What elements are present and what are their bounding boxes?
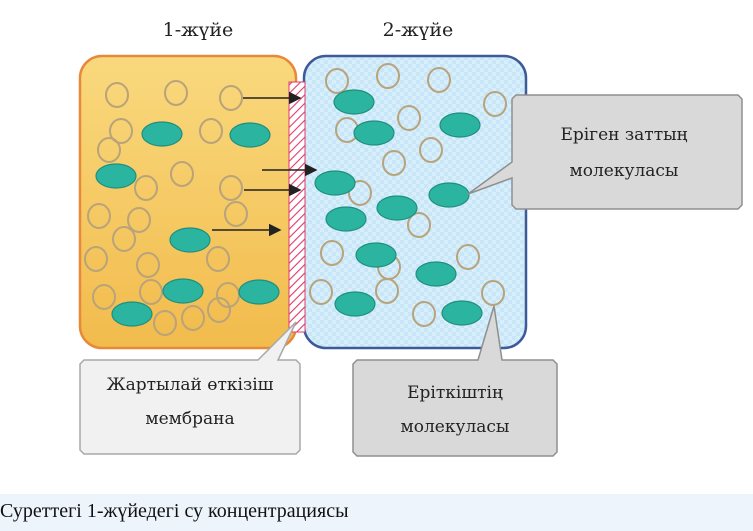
solute-molecules <box>95 89 483 327</box>
solvent-molecule <box>325 68 349 94</box>
solute-molecule <box>314 170 356 196</box>
callout-membrane-line-2: мембрана <box>145 409 234 429</box>
solvent-molecule <box>134 175 158 201</box>
solvent-molecule <box>97 137 121 163</box>
solvent-molecule <box>139 279 163 305</box>
osmosis-diagram: 1-жүйе 2-жүйе <box>78 19 743 457</box>
callout-solvent: Еріткіштің молекуласы <box>352 305 558 457</box>
solvent-molecule <box>112 226 136 252</box>
solvent-molecule <box>375 278 399 304</box>
solute-molecule <box>353 120 395 146</box>
solvent-molecule <box>219 85 243 111</box>
solute-molecule <box>95 163 137 189</box>
solvent-molecule <box>456 244 480 270</box>
solvent-molecule <box>382 150 406 176</box>
solvent-molecule <box>481 280 505 306</box>
solvent-molecule <box>427 67 451 93</box>
solute-molecule <box>415 261 457 287</box>
solute-molecule <box>439 112 481 138</box>
solvent-molecule <box>109 118 133 144</box>
solute-molecule <box>428 182 470 208</box>
callout-solvent-line-2: молекуласы <box>401 417 510 437</box>
solvent-molecule <box>397 105 421 131</box>
solute-molecule <box>376 195 418 221</box>
solvent-molecule <box>87 203 111 229</box>
solute-molecule <box>441 300 483 326</box>
semipermeable-membrane <box>288 81 306 333</box>
callout-membrane: Жартылай өткізіш мембрана <box>79 321 301 455</box>
callout-solute: Еріген заттың молекуласы <box>467 94 743 210</box>
solute-molecule <box>229 122 271 148</box>
solvent-molecule <box>84 246 108 272</box>
solvent-molecule <box>181 305 205 331</box>
callout-membrane-line-1: Жартылай өткізіш <box>107 375 274 395</box>
solvent-molecule <box>92 284 116 310</box>
solute-molecule <box>141 121 183 147</box>
flow-arrows <box>212 91 318 237</box>
solute-molecule <box>162 278 204 304</box>
solvent-molecule <box>348 180 372 206</box>
callout-solute-line-2: молекуласы <box>570 161 679 181</box>
solvent-molecule <box>105 82 129 108</box>
solvent-molecule <box>207 297 231 323</box>
solvent-molecule <box>376 63 400 89</box>
solvent-molecule <box>309 279 333 305</box>
solute-molecule <box>325 206 367 232</box>
callout-solute-line-1: Еріген заттың <box>560 125 687 145</box>
solute-molecule <box>238 279 280 305</box>
system-1-label: 1-жүйе <box>163 19 234 41</box>
solvent-molecule <box>206 246 230 272</box>
solute-molecule <box>169 227 211 253</box>
solvent-molecule <box>419 137 443 163</box>
solute-molecule <box>355 242 397 268</box>
figure-caption: Суреттегі 1-жүйедегі су концентрациясы <box>0 500 349 522</box>
solvent-molecules <box>84 63 507 336</box>
solvent-molecule <box>320 240 344 266</box>
solvent-molecule <box>127 207 151 233</box>
solvent-molecule <box>219 175 243 201</box>
caption-background <box>0 494 753 531</box>
solvent-molecule <box>153 310 177 336</box>
solute-molecule <box>111 301 153 327</box>
solvent-molecule <box>407 212 431 238</box>
solute-molecule <box>334 291 376 317</box>
solvent-molecule <box>199 118 223 144</box>
solvent-molecule <box>483 91 507 117</box>
solvent-molecule <box>170 161 194 187</box>
solute-molecule <box>333 89 375 115</box>
system-2-label: 2-жүйе <box>383 19 454 41</box>
solvent-molecule <box>136 252 160 278</box>
callout-solvent-line-1: Еріткіштің <box>407 383 503 403</box>
solvent-molecule <box>164 80 188 106</box>
solvent-molecule <box>224 201 248 227</box>
solvent-molecule <box>412 301 436 327</box>
